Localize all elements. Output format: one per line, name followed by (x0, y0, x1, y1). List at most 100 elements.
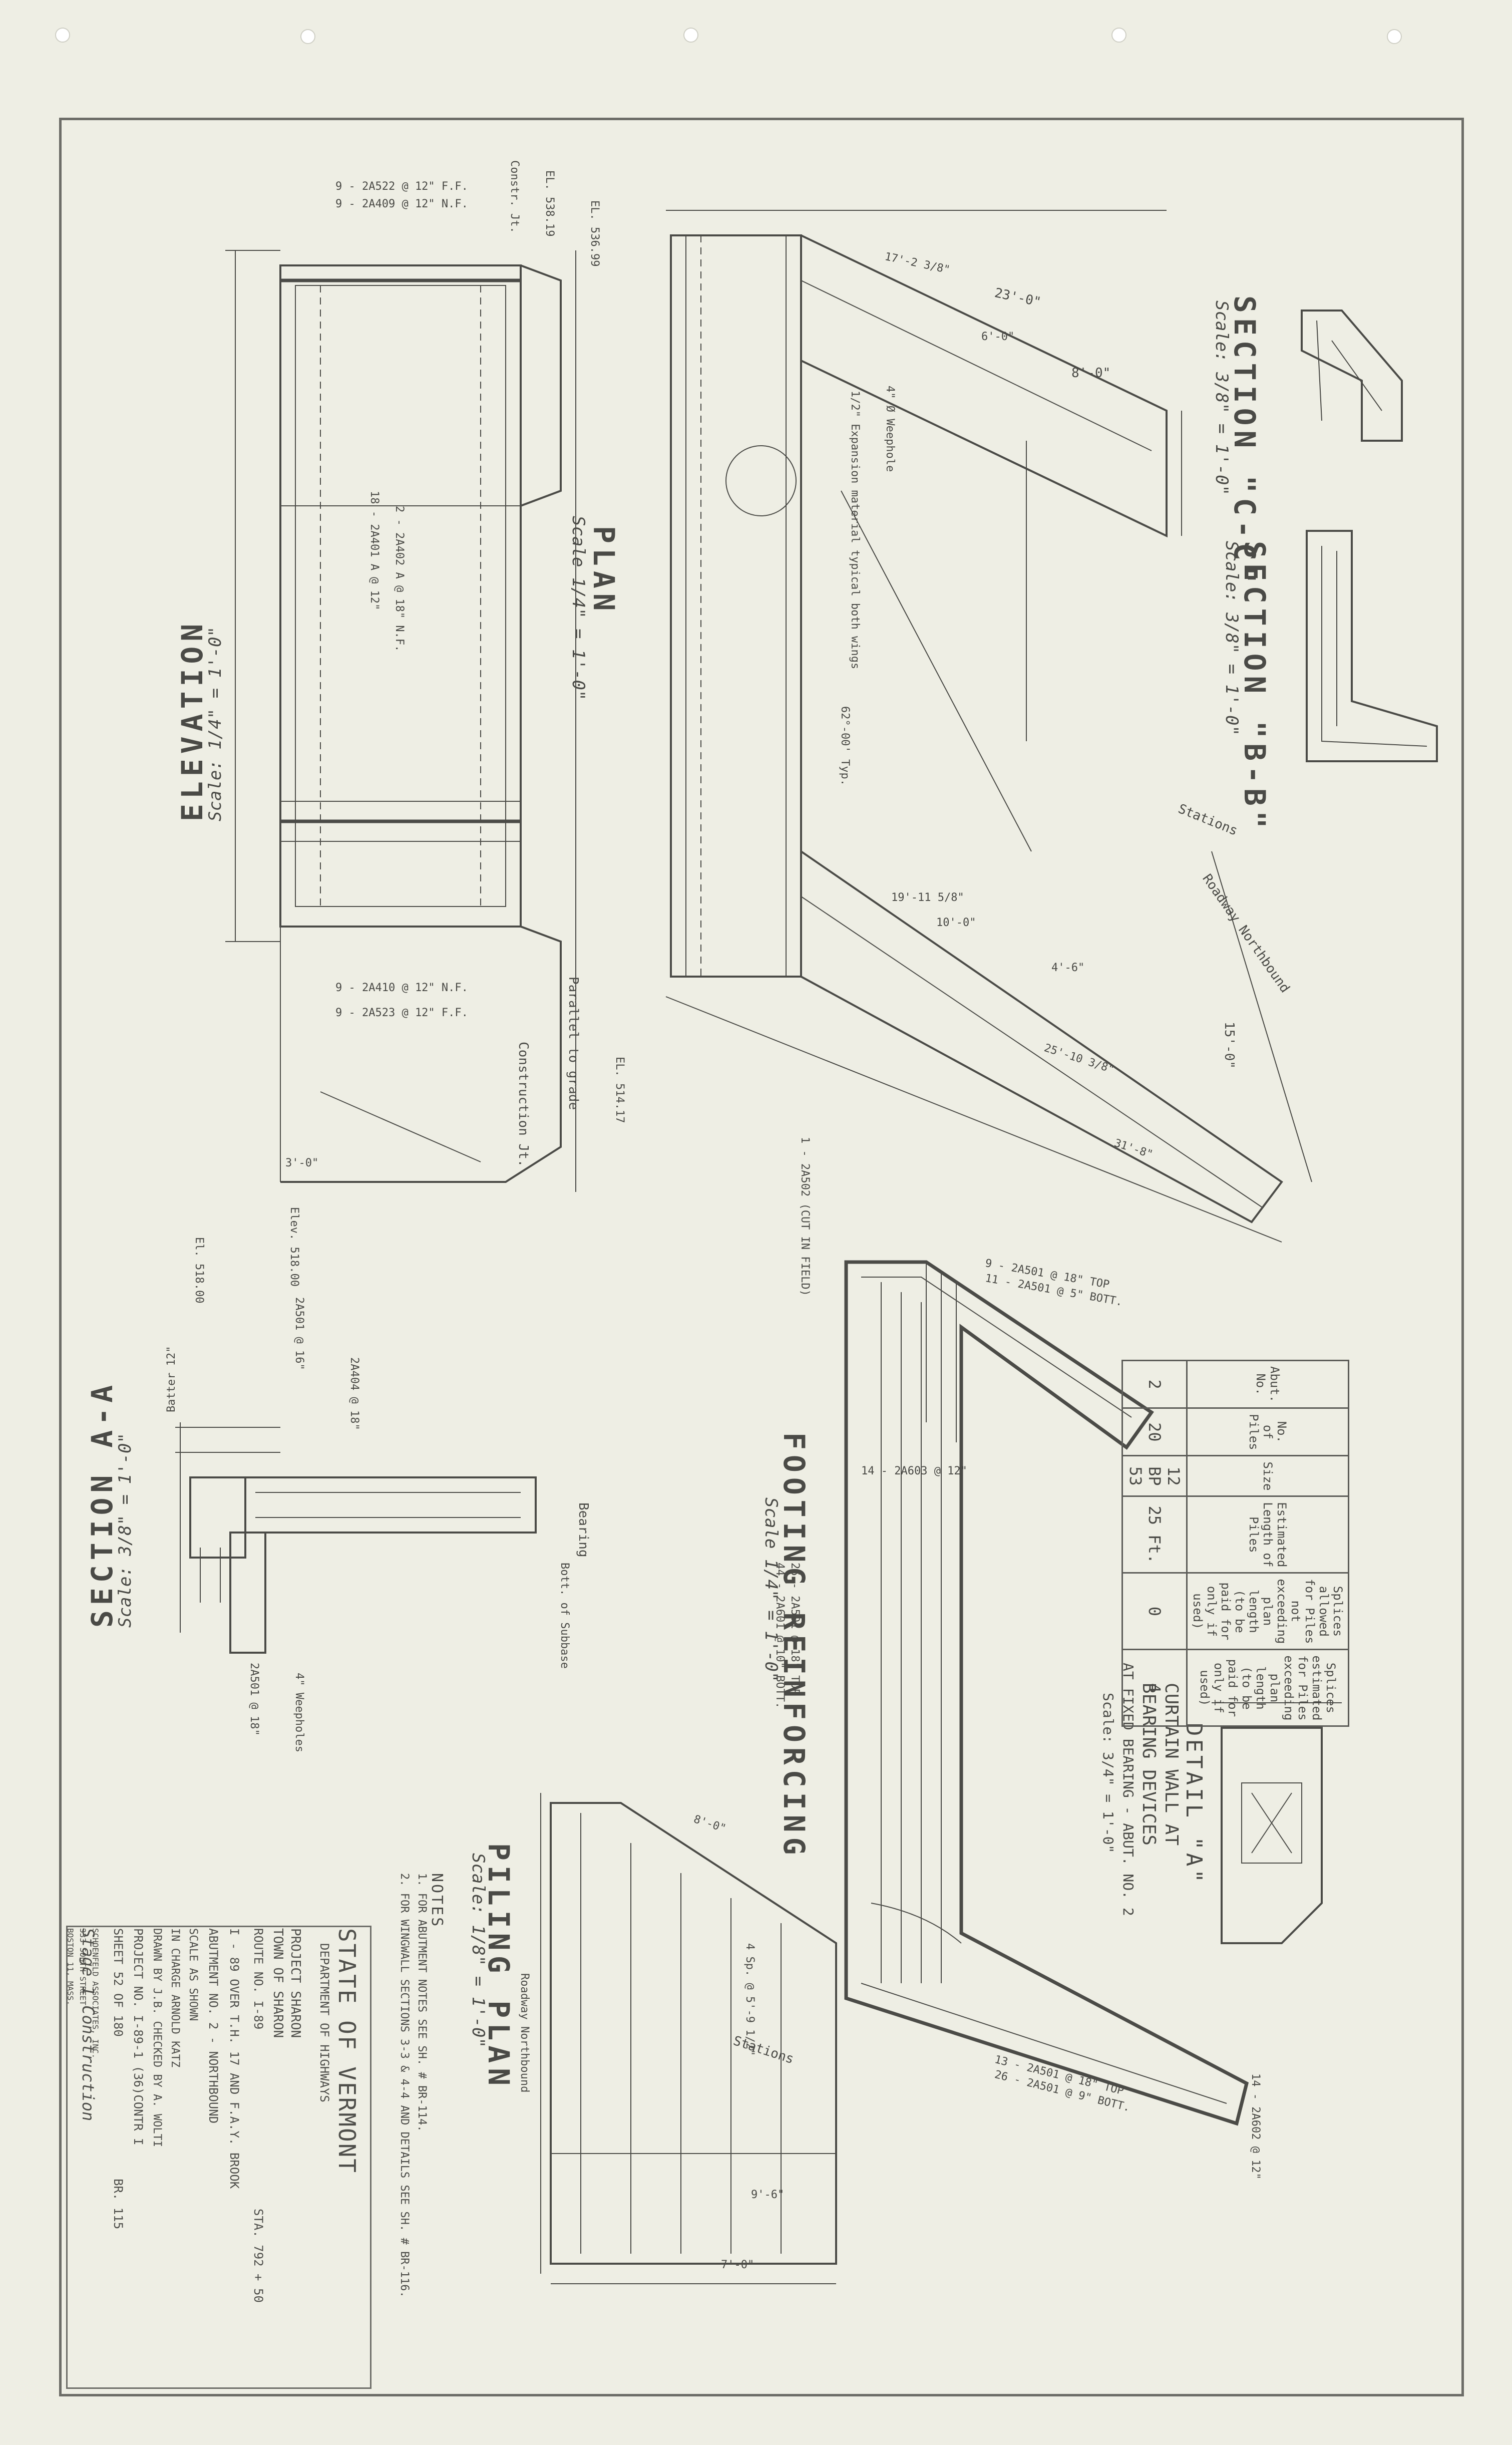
title-drawn: DRAWN BY J.B. CHECKED BY A. WOLTI (151, 1928, 163, 2148)
pile-table-cell: 0 (1122, 1573, 1187, 1650)
punch-hole (1111, 28, 1126, 43)
annotation: 2A404 @ 18" (348, 1357, 360, 1430)
title-structure: ABUTMENT NO. 2 - NORTHBOUND (206, 1928, 220, 2124)
annotation: 10'-0" (936, 916, 976, 929)
title-station: STA. 792 + 50 (251, 2209, 265, 2303)
annotation: Elev. 518.00 (288, 1207, 300, 1287)
annotation: 14 - 2A603 @ 12" (861, 1465, 967, 1477)
sections-cc-bb-linework (1301, 310, 1438, 762)
pile-table-header: Splices allowed for Piles not exceeding … (1187, 1573, 1349, 1650)
footing-linework (844, 1260, 1249, 2126)
annotation: 62°-00' Typ. (839, 706, 851, 786)
pile-table-cell: 2 (1122, 1360, 1187, 1408)
consultant-line: 333 SOUTH STREET (78, 1928, 88, 2006)
elevation-title: ELEVATION (175, 619, 209, 821)
pile-table-header: Size (1187, 1455, 1349, 1496)
annotation: 9 - 2A522 @ 12" F.F. (335, 180, 468, 193)
annotation: El. 518.00 (193, 1237, 205, 1304)
annotation: 1 - 2A502 (CUT IN FIELD) (799, 1137, 811, 1296)
pile-table-cell: 25 Ft. (1122, 1496, 1187, 1573)
annotation: 9'-6" (751, 2189, 785, 2201)
notes-item: 1. FOR ABUTMENT NOTES SEE SH. # BR-114. (416, 1873, 428, 2132)
pile-table-header: Abut. No. (1187, 1360, 1349, 1408)
annotation: EL. 514.17 (613, 1057, 626, 1123)
annotation: 26 - 2A501 @ 18" TOP (789, 1563, 801, 1695)
elevation-scale: Scale: 1/4" = 1'-0" (205, 627, 225, 821)
title-department: DEPARTMENT OF HIGHWAYS (317, 1943, 331, 2102)
pile-table-cell: 12 BP 53 (1122, 1455, 1187, 1496)
consultant-line: SCHOENFELD ASSOCIATES, INC. (91, 1928, 100, 2059)
pile-table-header: Splices estimated for Piles exceeding pl… (1187, 1649, 1349, 1726)
title-description: I - 89 OVER T.H. 17 AND F.A.Y. BROOK (227, 1928, 241, 2189)
pile-table-header: No. of Piles (1187, 1408, 1349, 1456)
punch-hole (300, 29, 315, 44)
plan-title: PLAN (587, 526, 621, 616)
title-project: PROJECT SHARON (288, 1928, 303, 2038)
annotation: 4" Weepholes (293, 1673, 305, 1752)
section-cc-scale: Scale: 3/8" = 1'-0" (1212, 300, 1232, 495)
annotation: 9 - 2A410 @ 12" N.F. (335, 982, 468, 994)
annotation: 2A501 @ 16" (293, 1297, 305, 1370)
annotation: Construction Jt. (516, 1042, 531, 1167)
annotation: 2 - 2A402 A @ 18" N.F. (393, 506, 406, 652)
annotation: 14 - 2A602 @ 12" (1249, 2073, 1262, 2180)
title-sheet-no: SHEET 52 OF 180 (111, 1928, 125, 2037)
consultant-line: BOSTON 11, MASS. (66, 1928, 75, 2006)
annotation: Bott. of Subbase (558, 1563, 571, 1669)
punch-hole (55, 28, 70, 43)
annotation: 4" Ø Weephole (884, 386, 896, 472)
piling-scale: Scale: 1/8" = 1'-0" (468, 1853, 488, 2048)
annotation: Batter 12" (165, 1346, 178, 1412)
title-project-no: PROJECT NO. I-89-1 (36)CONTR I (131, 1928, 145, 2146)
section-cc-title: SECTION "C-C" (1228, 295, 1262, 588)
annotation: EL. 536.99 (588, 200, 601, 267)
title-in-charge: IN CHARGE ARNOLD KATZ (169, 1928, 181, 2068)
detail-a-title: DETAIL "A" (1181, 1723, 1207, 1886)
annotation: 6'-0" (981, 331, 1015, 343)
pile-table-cell: 20 (1122, 1408, 1187, 1456)
title-state: STATE OF VERMONT (333, 1928, 360, 2175)
annotation: 2A501 @ 18" (248, 1663, 260, 1736)
title-block-frame (66, 1926, 371, 2389)
annotation: 15'-0" (1222, 1022, 1237, 1069)
title-route: ROUTE NO. I-89 (251, 1928, 265, 2030)
title-block: STATE OF VERMONT DEPARTMENT OF HIGHWAYS … (70, 1928, 370, 2384)
piling-linework (540, 1793, 837, 2284)
detail-a-scale: Scale: 3/4" = 1'-0" (1100, 1693, 1116, 1854)
notes-heading: NOTES (428, 1873, 446, 1929)
annotation: Roadway Northbound (518, 1973, 531, 2093)
elevation-linework (225, 250, 576, 1192)
annotation: 1/2" Expansion material typical both win… (849, 391, 861, 670)
annotation: 9 - 2A523 @ 12" F.F. (335, 1007, 468, 1019)
sheet-border (59, 118, 1464, 2396)
plan-scale: Scale 1/4" = 1'-0" (568, 516, 588, 701)
detail-a-linework (1212, 1702, 1342, 1944)
punch-hole (683, 28, 698, 43)
section-aa-title: SECTION A-A (85, 1380, 119, 1628)
annotation: 8'-0" (1071, 366, 1111, 381)
notes-item: 2. FOR WINGWALL SECTIONS 3-3 & 4-4 AND D… (398, 1873, 411, 2298)
title-town: TOWN OF SHARON (270, 1928, 285, 2038)
section-aa-scale: Scale: 3/8" = 1'-0" (115, 1433, 135, 1628)
punch-hole (1387, 29, 1402, 44)
plan-linework (665, 210, 1312, 1243)
annotation: 19'-11 5/8" (891, 891, 964, 904)
annotation: Constr. Jt. (508, 160, 521, 233)
annotation: 44 - 2A601 @ 10" BOTT. (774, 1563, 786, 1709)
pile-table-cell: 4 (1122, 1649, 1187, 1726)
annotation: EL. 538.19 (543, 170, 556, 237)
annotation: 7'-0" (721, 2259, 754, 2271)
title-scale: SCALE AS SHOWN (187, 1928, 199, 2021)
annotation: 3'-0" (285, 1157, 319, 1169)
title-br: BR. 115 (111, 2179, 125, 2230)
pile-table: Abut. No. No. of Piles Size Estimated Le… (1121, 1360, 1349, 1727)
section-aa-linework (175, 1422, 537, 1654)
annotation: Parallel to grade (566, 977, 581, 1110)
annotation: 4'-6" (1051, 962, 1085, 974)
annotation: Bearing (576, 1502, 591, 1558)
pile-table-header: Estimated Length of Piles (1187, 1496, 1349, 1573)
annotation: 18 - 2A401 A @ 12" (368, 491, 381, 610)
annotation: 9 - 2A409 @ 12" N.F. (335, 198, 468, 210)
